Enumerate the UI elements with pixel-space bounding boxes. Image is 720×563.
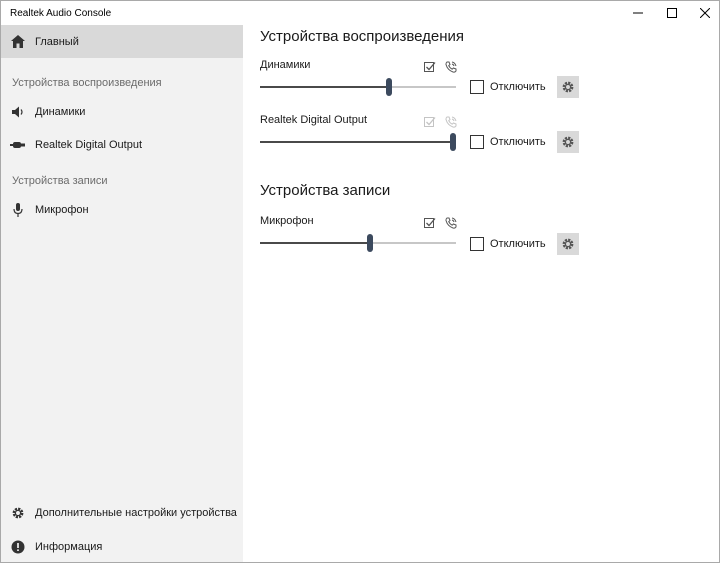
digital-output-icon (1, 128, 35, 161)
sidebar-item-label: Микрофон (35, 203, 89, 216)
mute-label: Отключить (490, 136, 546, 148)
slider-fill (260, 86, 390, 88)
mute-label: Отключить (490, 81, 546, 93)
sidebar-item-label: Динамики (35, 105, 86, 118)
mute-checkbox-digital-output[interactable]: Отключить (470, 135, 546, 149)
sidebar-item-label: Главный (35, 35, 79, 48)
sidebar-item-speakers[interactable]: Динамики (1, 95, 243, 128)
settings-button-digital-output[interactable] (557, 131, 579, 153)
slider-thumb[interactable] (450, 133, 456, 151)
mute-checkbox-speakers[interactable]: Отключить (470, 80, 546, 94)
slider-thumb[interactable] (386, 78, 393, 96)
home-icon (1, 25, 35, 58)
sidebar-item-advanced-settings[interactable]: Дополнительные настройки устройства (1, 496, 243, 529)
title-bar[interactable]: Realtek Audio Console (1, 1, 719, 25)
device-name-speakers: Динамики (260, 59, 311, 71)
sidebar-item-label: Дополнительные настройки устройства (35, 506, 237, 519)
sidebar-item-microphone[interactable]: Микрофон (1, 193, 243, 226)
volume-slider-digital-output[interactable] (260, 133, 456, 151)
checkbox-box[interactable] (470, 237, 484, 251)
device-name-microphone: Микрофон (260, 215, 314, 227)
sidebar-section-playback: Устройства воспроизведения (12, 77, 162, 89)
sidebar-item-digital-output[interactable]: Realtek Digital Output (1, 128, 243, 161)
checkbox-box[interactable] (470, 80, 484, 94)
microphone-icon (1, 193, 35, 226)
mute-checkbox-microphone[interactable]: Отключить (470, 237, 546, 251)
checkbox-box[interactable] (470, 135, 484, 149)
record-section-title: Устройства записи (260, 182, 391, 199)
speaker-icon (1, 95, 35, 128)
settings-button-microphone[interactable] (557, 233, 579, 255)
communication-device-icon[interactable] (444, 216, 458, 230)
gear-icon (1, 496, 35, 529)
sidebar: Главный Устройства воспроизведения Динам… (1, 25, 243, 562)
sidebar-item-home[interactable]: Главный (1, 25, 243, 58)
close-icon (700, 8, 710, 18)
slider-thumb[interactable] (366, 234, 373, 252)
default-device-check-icon[interactable] (423, 216, 437, 230)
communication-device-icon[interactable] (444, 60, 458, 74)
gear-icon (562, 136, 574, 148)
device-name-digital-output: Realtek Digital Output (260, 114, 367, 126)
gear-icon (562, 81, 574, 93)
default-device-check-icon[interactable] (423, 60, 437, 74)
default-device-check-icon[interactable] (423, 115, 437, 129)
sidebar-item-label: Realtek Digital Output (35, 138, 142, 151)
playback-section-title: Устройства воспроизведения (260, 28, 465, 45)
gear-icon (562, 238, 574, 250)
sidebar-section-record: Устройства записи (12, 175, 108, 187)
minimize-icon (633, 12, 643, 14)
slider-fill (260, 141, 456, 143)
info-icon (1, 530, 35, 563)
maximize-icon (667, 8, 677, 18)
slider-fill (260, 242, 370, 244)
volume-slider-microphone[interactable] (260, 234, 456, 252)
settings-button-speakers[interactable] (557, 76, 579, 98)
main-panel: Устройства воспроизведения Динамики Откл… (243, 25, 719, 562)
sidebar-item-info[interactable]: Информация (1, 530, 243, 563)
mute-label: Отключить (490, 238, 546, 250)
volume-slider-speakers[interactable] (260, 78, 456, 96)
communication-device-icon[interactable] (444, 115, 458, 129)
close-button[interactable] (688, 1, 720, 25)
window-title: Realtek Audio Console (10, 8, 112, 19)
minimize-button[interactable] (621, 1, 655, 25)
maximize-button[interactable] (655, 1, 689, 25)
sidebar-item-label: Информация (35, 540, 103, 553)
